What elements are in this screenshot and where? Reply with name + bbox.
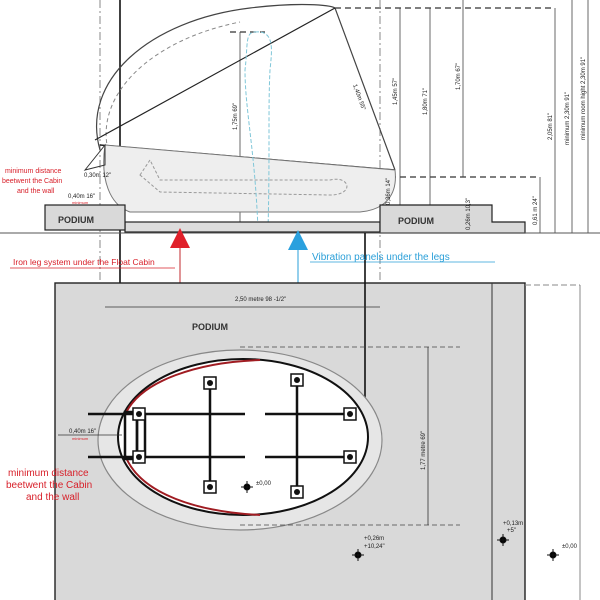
hinge <box>83 143 106 171</box>
dim-061: 0,61 m 24" <box>533 196 539 225</box>
length-dimension-refs <box>240 346 460 526</box>
cabin-red-edge <box>124 359 261 516</box>
cabin-tub <box>103 144 396 213</box>
dim-036: 0,36m 14" <box>386 178 392 205</box>
reference-lines <box>230 7 555 178</box>
iron-leg-label: Iron leg system under the Float Cabin <box>13 257 155 267</box>
dim-040-top: 0,40m 16" <box>68 194 95 200</box>
minimum-bottom: minimum <box>72 436 89 441</box>
width-dimension-label: 2,50 metre 98 -1/2" <box>235 297 286 303</box>
podium-label-plan: PODIUM <box>192 322 228 332</box>
vibration-panels-label: Vibration panels under the legs <box>312 252 450 263</box>
level-013-b: +5" <box>507 528 516 534</box>
podium-label-right: PODIUM <box>398 216 434 226</box>
dim-175: 1,75m 69" <box>233 103 239 130</box>
level-026-a: +0,26m <box>364 536 384 542</box>
cabin-base <box>124 221 381 233</box>
lid-strut <box>94 7 336 141</box>
blue-arrow-up <box>288 230 308 250</box>
dim-diag-140: 1,40m 55" <box>351 84 366 112</box>
podium-label-left: PODIUM <box>58 215 94 225</box>
dim-040-bottom: 0,40m 16" <box>69 429 96 435</box>
dim-030: 0,30m 12" <box>84 173 111 179</box>
min-distance-large-line1: minimum distance <box>8 468 89 479</box>
lid-inner-line <box>105 21 241 151</box>
min-distance-large-line2: beetwent the Cabin <box>6 480 92 491</box>
dim-026: 0,26m 10,3" <box>466 198 472 230</box>
dim-180: 1,80m 71" <box>423 88 429 115</box>
red-arrow-up <box>170 228 190 248</box>
iron-leg-frame <box>88 380 355 492</box>
dim-145: 1,45m 57" <box>393 78 399 105</box>
min-distance-large-line3: and the wall <box>26 492 79 503</box>
leg-pads <box>132 373 357 499</box>
cabin-lid <box>95 3 396 171</box>
dim-min-230: minimum 2,30m 91" <box>565 92 571 145</box>
podium-left <box>44 204 126 231</box>
cabin-inner-outline <box>117 358 369 516</box>
min-distance-small-line2: beetwent the Cabin <box>2 178 62 185</box>
minimum-top: minimum <box>72 200 89 205</box>
level-zero-1: ±0,00 <box>256 481 272 487</box>
dim-room-230: minimum room hight 2,30m 91" <box>581 57 587 140</box>
level-markers <box>241 481 559 561</box>
level-026-b: +10,24" <box>364 544 385 550</box>
min-distance-small-line1: minimum distance <box>5 168 62 175</box>
leg-pad-dots <box>136 377 353 495</box>
level-zero-2: ±0,00 <box>562 544 578 550</box>
lying-figure <box>139 159 348 196</box>
min-distance-small-line3: and the wall <box>17 188 55 195</box>
dim-170: 1,70m 67" <box>456 63 462 90</box>
level-013-a: +0,13m <box>503 521 523 527</box>
dim-205: 2,05m 81" <box>548 113 554 140</box>
length-dimension-label: 1,77 metre 69" <box>421 431 427 470</box>
